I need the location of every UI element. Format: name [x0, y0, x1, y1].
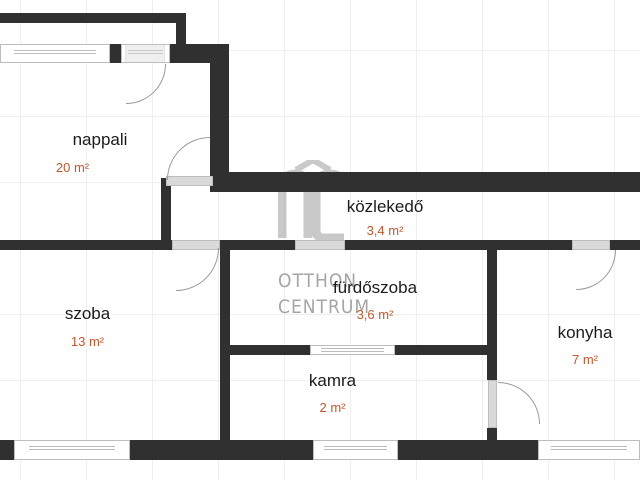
wall-konyha-left [487, 245, 497, 380]
room-area-nappali: 20 m² [55, 160, 90, 175]
door-nappali-balcony[interactable] [125, 44, 165, 63]
window-bath-kamra [310, 345, 395, 355]
window-szoba [14, 440, 130, 460]
room-name-furdoszoba: fürdőszoba [332, 278, 418, 297]
watermark-line1: OTTHON [278, 270, 358, 292]
room-name-kamra: kamra [308, 371, 357, 390]
window-nappali-1 [0, 44, 110, 63]
wall-bottom-a [0, 440, 14, 460]
wall-top-step [176, 13, 186, 45]
room-area-szoba: 13 m² [70, 334, 105, 349]
wall-bottom-c [398, 440, 538, 460]
room-name-szoba: szoba [64, 304, 111, 323]
wall-top-outer [0, 13, 186, 23]
wall-bath-kamra-left [230, 345, 310, 355]
room-name-nappali: nappali [72, 130, 128, 149]
room-area-kamra: 2 m² [319, 400, 346, 415]
room-area-konyha: 7 m² [572, 352, 598, 367]
wall-corridor-bottom-right [610, 240, 640, 250]
window-nappali-2 [121, 44, 170, 63]
wall-corridor-top [210, 172, 640, 192]
room-area-furdoszoba: 3,6 m² [356, 307, 394, 322]
wall-konyha-left-lower [487, 428, 497, 444]
room-name-konyha: konyha [557, 323, 613, 342]
room-name-kozlekedo: közlekedő [346, 197, 424, 216]
wall-nappali-right [210, 44, 229, 190]
wall-corridor-bottom [220, 240, 572, 250]
room-area-kozlekedo: 3,4 m² [366, 223, 404, 238]
door-kamra-konyha[interactable] [488, 380, 497, 428]
wall-corridor-left [161, 178, 171, 248]
door-konyha[interactable] [572, 240, 610, 250]
wall-pillar [110, 44, 121, 63]
door-furdoszoba[interactable] [295, 240, 345, 250]
window-kamra [313, 440, 398, 460]
wall-bath-kamra-right [395, 345, 490, 355]
wall-szoba-right [220, 245, 230, 445]
window-konyha [538, 440, 640, 460]
watermark-line2: CENTRUM [278, 296, 371, 318]
wall-bottom-b [130, 440, 313, 460]
wall-nappali-bottom [0, 240, 172, 250]
